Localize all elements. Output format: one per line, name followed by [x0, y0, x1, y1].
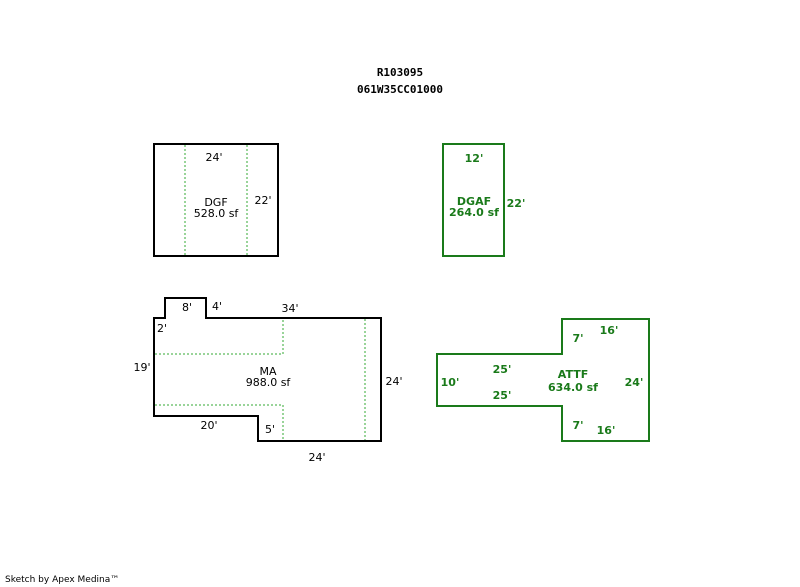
ma-dim-4: 4': [212, 300, 222, 313]
attf-dim-25-top: 25': [493, 363, 512, 376]
attf-dim-25-bottom: 25': [493, 389, 512, 402]
dgf-outline: [153, 143, 279, 257]
dgaf-dim-side: 22': [507, 197, 526, 210]
ma-dotted-inner: [155, 319, 366, 440]
dgf-dim-side: 22': [254, 194, 271, 207]
attf-name: ATTF: [558, 368, 588, 381]
attf-dim-10: 10': [441, 376, 460, 389]
ma-outline: [153, 297, 382, 442]
ma-dim-19: 19': [133, 361, 150, 374]
area-attf: 7' 16' 25' 10' 25' 24' 7' 16' ATTF 634.0…: [436, 318, 650, 442]
ma-area: 988.0 sf: [246, 376, 292, 389]
sketch-credit: Sketch by Apex Medina™: [5, 575, 120, 585]
dgf-area: 528.0 sf: [194, 207, 240, 220]
dgaf-area: 264.0 sf: [449, 206, 499, 219]
attf-dim-16-bottom: 16': [597, 424, 616, 437]
attf-area: 634.0 sf: [548, 381, 598, 394]
dgf-dim-top: 24': [205, 151, 222, 164]
attf-dim-7-bottom: 7': [572, 419, 583, 432]
attf-dim-16-top: 16': [600, 324, 619, 337]
parcel-number: 061W35CC01000: [356, 83, 444, 96]
area-dgf: 24' 22' DGF 528.0 sf: [153, 143, 279, 257]
ma-dim-24-bottom: 24': [308, 451, 325, 464]
account-number: R103095: [376, 66, 424, 79]
attf-dim-7-top: 7': [572, 332, 583, 345]
ma-dim-5: 5': [265, 423, 275, 436]
ma-dim-24-right: 24': [385, 375, 402, 388]
dgaf-dim-top: 12': [465, 152, 484, 165]
attf-dim-24: 24': [625, 376, 644, 389]
dgaf-outline: [442, 143, 505, 257]
dgf-name: DGF: [204, 196, 227, 209]
ma-dim-20: 20': [200, 419, 217, 432]
ma-dim-2: 2': [157, 322, 167, 335]
attf-outline: [436, 318, 650, 442]
area-ma: 8' 4' 34' 2' 19' 24' 20' 5' 24' MA 988.0…: [133, 297, 403, 464]
ma-dim-8: 8': [182, 301, 192, 314]
area-dgaf: 12' 22' DGAF 264.0 sf: [442, 143, 526, 257]
ma-dim-34: 34': [281, 302, 298, 315]
ma-name: MA: [259, 365, 276, 378]
dgaf-name: DGAF: [457, 195, 491, 208]
